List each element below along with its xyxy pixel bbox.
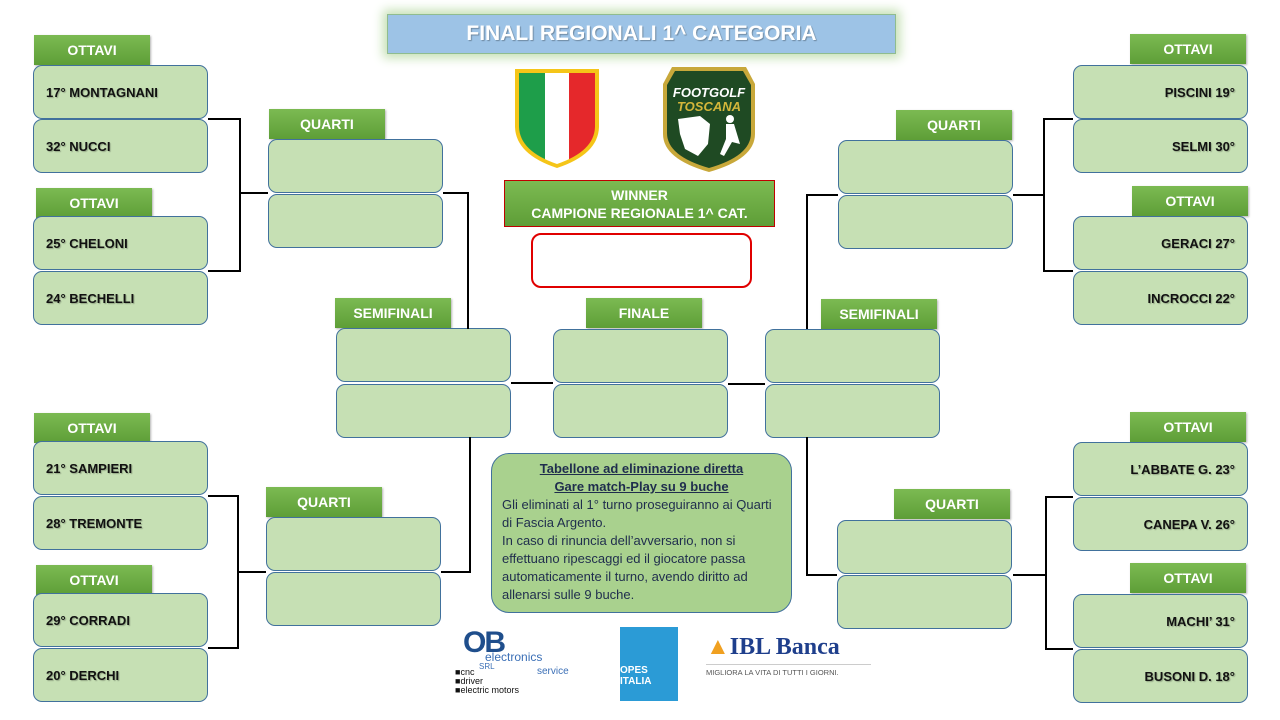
semifinal-slot[interactable] — [336, 384, 511, 438]
quarter-slot[interactable] — [838, 140, 1013, 194]
quarter-slot[interactable] — [268, 139, 443, 193]
player-slot[interactable]: 21° SAMPIERI — [33, 441, 208, 495]
info-text: In caso di rinuncia dell’avversario, non… — [502, 533, 748, 602]
quarti-label: QUARTI — [269, 109, 385, 139]
player-slot[interactable]: SELMI 30° — [1073, 119, 1248, 173]
player-slot[interactable]: 32° NUCCI — [33, 119, 208, 173]
italy-shield-logo — [515, 69, 599, 168]
quarti-label: QUARTI — [266, 487, 382, 517]
player-slot[interactable]: 25° CHELONI — [33, 216, 208, 270]
ottavi-label: OTTAVI — [1130, 412, 1246, 442]
semifinali-label: SEMIFINALI — [335, 298, 451, 328]
quarter-slot[interactable] — [266, 572, 441, 626]
player-slot[interactable]: BUSONI D. 18° — [1073, 649, 1248, 703]
final-slot[interactable] — [553, 329, 728, 383]
opes-italia-logo: OPES ITALIA — [620, 627, 678, 701]
quarter-slot[interactable] — [838, 195, 1013, 249]
player-slot[interactable]: 17° MONTAGNANI — [33, 65, 208, 119]
finale-label: FINALE — [586, 298, 702, 328]
quarter-slot[interactable] — [268, 194, 443, 248]
quarter-slot[interactable] — [837, 575, 1012, 629]
player-slot[interactable]: INCROCCI 22° — [1073, 271, 1248, 325]
semifinal-slot[interactable] — [336, 328, 511, 382]
ottavi-label: OTTAVI — [36, 565, 152, 595]
ottavi-label: OTTAVI — [1130, 563, 1246, 593]
quarter-slot[interactable] — [837, 520, 1012, 574]
quarti-label: QUARTI — [894, 489, 1010, 519]
player-slot[interactable]: 20° DERCHI — [33, 648, 208, 702]
quarter-slot[interactable] — [266, 517, 441, 571]
svg-text:FOOTGOLF: FOOTGOLF — [673, 85, 746, 100]
info-text: Gli eliminati al 1° turno proseguiranno … — [502, 497, 772, 530]
info-title: Tabellone ad eliminazione diretta — [539, 461, 744, 476]
player-slot[interactable]: 24° BECHELLI — [33, 271, 208, 325]
ob-electronics-logo: OB electronics SRL service ■cnc■driver■e… — [455, 626, 569, 695]
player-slot[interactable]: MACHI’ 31° — [1073, 594, 1248, 648]
ottavi-label: OTTAVI — [36, 188, 152, 218]
champion-box[interactable] — [531, 233, 752, 288]
info-subtitle: Gare match-Play su 9 buche — [554, 479, 729, 494]
player-slot[interactable]: 29° CORRADI — [33, 593, 208, 647]
page-title: FINALI REGIONALI 1^ CATEGORIA — [387, 14, 896, 54]
ottavi-label: OTTAVI — [1132, 186, 1248, 216]
ottavi-label: OTTAVI — [34, 413, 150, 443]
player-slot[interactable]: L’ABBATE G. 23° — [1073, 442, 1248, 496]
final-slot[interactable] — [553, 384, 728, 438]
ottavi-label: OTTAVI — [34, 35, 150, 65]
semifinal-slot[interactable] — [765, 384, 940, 438]
player-slot[interactable]: CANEPA V. 26° — [1073, 497, 1248, 551]
champion-label: CAMPIONE REGIONALE 1^ CAT. — [531, 204, 748, 221]
info-box: Tabellone ad eliminazione diretta Gare m… — [491, 453, 792, 613]
quarti-label: QUARTI — [896, 110, 1012, 140]
semifinal-slot[interactable] — [765, 329, 940, 383]
ottavi-label: OTTAVI — [1130, 34, 1246, 64]
player-slot[interactable]: 28° TREMONTE — [33, 496, 208, 550]
svg-text:TOSCANA: TOSCANA — [677, 99, 741, 114]
player-slot[interactable]: GERACI 27° — [1073, 216, 1248, 270]
player-slot[interactable]: PISCINI 19° — [1073, 65, 1248, 119]
ibl-banca-logo: ▲IBL Banca MIGLIORA LA VITA DI TUTTI I G… — [706, 634, 871, 677]
semifinali-label: SEMIFINALI — [821, 299, 937, 329]
footgolf-toscana-logo: FOOTGOLF TOSCANA — [663, 67, 755, 172]
winner-label: WINNER — [611, 186, 668, 203]
